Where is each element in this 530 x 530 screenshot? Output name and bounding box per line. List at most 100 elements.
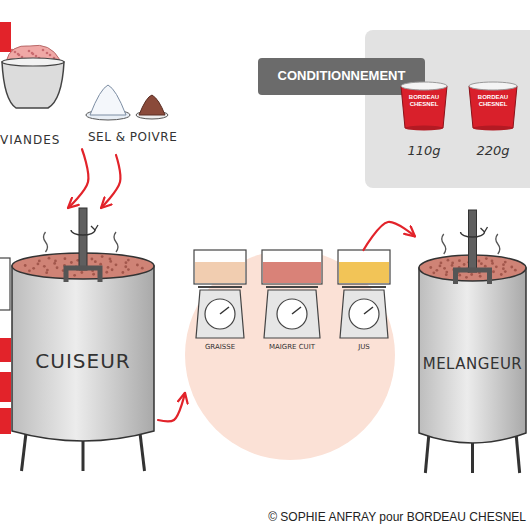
flow-arrow <box>101 155 120 208</box>
weighing-scale: GRAISSE <box>190 246 250 354</box>
tub-base <box>473 126 513 131</box>
meat-grain <box>56 266 59 269</box>
meat-grain <box>478 260 481 263</box>
side-tab <box>0 22 11 52</box>
mixer-vat: MELANGEUR <box>415 210 530 475</box>
meat-grain <box>443 267 446 270</box>
meat-grain <box>495 265 498 268</box>
steam-line <box>442 234 446 254</box>
weight-label: 110g <box>400 144 448 158</box>
salt-pile <box>90 85 126 115</box>
stirrer-paddle <box>456 270 490 284</box>
scale-container <box>338 250 390 284</box>
rotation-arrow <box>461 232 485 237</box>
bowl-body <box>2 62 64 108</box>
scale-container <box>262 250 322 284</box>
meat-grain <box>28 50 31 53</box>
meat-grain <box>127 259 130 262</box>
meat-grain <box>70 261 73 264</box>
meat-grain <box>45 271 48 274</box>
meat-grain <box>42 49 45 52</box>
stirrer-shaft <box>79 208 87 270</box>
meat-grain <box>49 54 52 57</box>
meat-grain <box>451 262 454 265</box>
meat-grain <box>73 274 76 277</box>
meat-grain <box>38 260 41 263</box>
weighing-scale-outline <box>258 246 326 354</box>
rotation-arrow-head <box>91 225 98 230</box>
meat-grain <box>54 260 57 263</box>
meat-grain <box>458 259 461 262</box>
meat-grain <box>32 53 35 56</box>
meat-grain <box>504 261 507 264</box>
scale-body <box>264 290 320 338</box>
meat-grain <box>125 261 128 264</box>
weight-label: 220g <box>468 144 518 158</box>
meat-grain <box>463 263 466 266</box>
tub-body <box>469 86 517 128</box>
weighing-scale-outline <box>334 246 394 354</box>
meat-grain <box>111 268 114 271</box>
meat-grain <box>470 273 473 276</box>
meat-grain <box>35 55 38 58</box>
product-tub-outline <box>400 78 448 178</box>
flow-arrow <box>158 393 185 421</box>
node-label: JUS <box>330 344 398 352</box>
tub-body <box>401 86 447 128</box>
node-label: CONDITIONNEMENT <box>258 69 425 83</box>
vat-leg <box>425 435 428 473</box>
scale-plate <box>266 286 318 288</box>
meat-grain <box>429 266 432 269</box>
scale-dial <box>277 299 307 329</box>
meat-grain <box>11 49 14 52</box>
scale-container <box>194 250 246 284</box>
rotation-arrow <box>71 230 95 235</box>
meat-grain <box>514 269 517 272</box>
meat-grain <box>451 264 454 267</box>
scale-needle <box>220 307 229 314</box>
meat-grain <box>24 264 27 267</box>
meat-grain <box>440 262 443 265</box>
scale-needle <box>292 307 301 314</box>
meat-grain <box>439 265 442 268</box>
meat-grain <box>37 263 40 266</box>
meat-grain <box>445 273 448 276</box>
meat-grain <box>492 270 495 273</box>
flow-arrow <box>68 149 88 208</box>
vat-leg <box>22 433 27 471</box>
vat-leg <box>140 433 145 471</box>
tub-lid <box>469 82 517 90</box>
meat-grain <box>124 265 127 268</box>
meat-grain <box>447 259 450 262</box>
meat-grain <box>435 269 438 272</box>
product-tub: BORDEAU CHESNEL110g <box>400 78 448 178</box>
meat-grain <box>105 271 108 274</box>
scale-body <box>340 290 388 338</box>
weighing-circle: GRAISSEMAIGRE CUITJUS <box>185 250 395 460</box>
node-label: MELANGEUR <box>417 356 528 373</box>
meat-grain <box>64 257 67 260</box>
weighing-scale: JUS <box>334 246 394 354</box>
bowl-rim <box>2 58 64 66</box>
stirrer-paddle <box>66 268 100 282</box>
side-tab <box>0 338 11 362</box>
stirrer-shaft <box>469 210 477 272</box>
meat-grain <box>115 263 118 266</box>
meat-bowl: VIANDES <box>0 40 82 155</box>
steam-line <box>496 234 500 254</box>
scale-dial <box>205 299 235 329</box>
scale-plate <box>198 286 242 288</box>
side-tab <box>0 372 11 402</box>
meat-grain <box>101 255 104 258</box>
meat-grain <box>445 271 448 274</box>
flow-arrow <box>364 222 416 250</box>
meat-grain <box>491 259 494 262</box>
meat-grain <box>502 267 505 270</box>
product-tub-outline <box>468 78 518 178</box>
scale-needle <box>364 307 373 314</box>
meat-grain <box>504 270 507 273</box>
scale-body <box>196 290 244 338</box>
vat-body <box>12 266 154 441</box>
credit-caption: © SOPHIE ANFRAY pour BORDEAU CHESNEL <box>268 510 526 524</box>
